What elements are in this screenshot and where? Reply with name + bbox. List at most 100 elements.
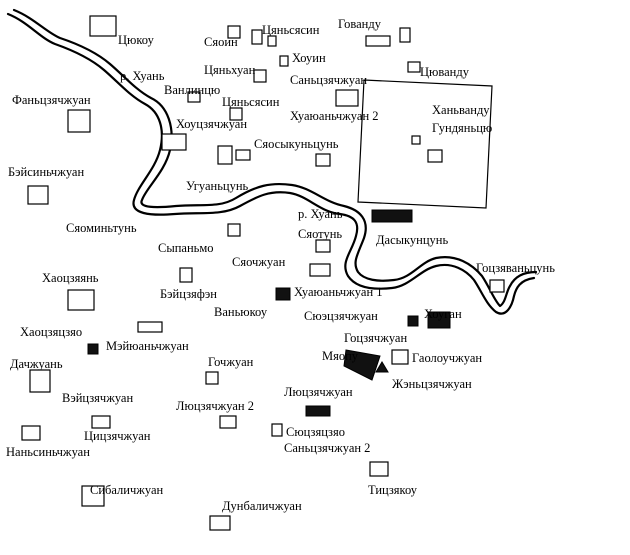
label-river-huan-2: р. Хуань bbox=[298, 207, 343, 221]
palace-foundation-2 bbox=[411, 135, 421, 145]
label-myaopu: Мяопу bbox=[322, 349, 359, 363]
site-dunbalichzhuan bbox=[209, 515, 231, 531]
label-uguantsun: Угуаньцунь bbox=[186, 179, 249, 193]
label-beytsyafen: Бэйцзяфэн bbox=[160, 287, 217, 301]
site-gotsyachzhuan bbox=[343, 349, 381, 381]
site-beysinchzhuan bbox=[27, 185, 49, 205]
site-khoutsyachzhuan bbox=[161, 133, 187, 151]
site-dachzhuan bbox=[29, 369, 51, 393]
label-tsyuvandu: Цюванду bbox=[420, 65, 469, 79]
label-sibalichzhuan: Сибаличжуан bbox=[90, 483, 164, 497]
label-tidsyakou: Тицзякоу bbox=[368, 483, 418, 497]
site-syutsyatsyao bbox=[271, 423, 283, 437]
label-sypanmo: Сыпаньмо bbox=[158, 241, 214, 255]
label-santsyachzhuan: Саньцзячжуан bbox=[290, 73, 368, 87]
site-veytsyachzhuan bbox=[91, 415, 111, 429]
site-tidsyakou bbox=[369, 461, 389, 477]
label-tsyukou: Цюкоу bbox=[118, 33, 154, 47]
site-tsyansyasin-2 bbox=[229, 107, 243, 121]
label-tsyankhuan: Цяньхуан bbox=[204, 63, 256, 77]
site-uguantsun-a bbox=[217, 145, 233, 165]
label-lyutsyachzhuan: Люцзячжуан bbox=[284, 385, 353, 399]
site-dasykuntsun bbox=[371, 209, 413, 223]
site-tsyankhuan bbox=[253, 69, 267, 83]
label-khaotsyatsyao: Хаоцзяцзяо bbox=[20, 325, 83, 339]
site-tsyansyasin-b bbox=[267, 35, 277, 47]
site-khuayuanchzhuan1 bbox=[275, 287, 291, 301]
label-syaomintun: Сяоминьтунь bbox=[66, 221, 137, 235]
site-khaotsyatsyao bbox=[87, 343, 99, 355]
site-khoin bbox=[279, 55, 289, 67]
site-tsyuvandu bbox=[407, 61, 421, 73]
site-syaochzhuan bbox=[309, 263, 331, 277]
label-khaotsyayan: Хаоцзяянь bbox=[42, 271, 99, 285]
site-govandu bbox=[365, 35, 391, 47]
label-zhentsyachzhuan: Жэньцзячжуан bbox=[392, 377, 472, 391]
label-dachzhuan: Дачжуань bbox=[10, 357, 63, 371]
site-syaoin bbox=[227, 25, 241, 39]
site-khougan-b bbox=[427, 311, 451, 329]
site-vanlintsyu bbox=[187, 91, 201, 103]
label-meyyuanchzhuan: Мэйюаньчжуан bbox=[106, 339, 189, 353]
river-huan-bank bbox=[12, 8, 538, 308]
label-beysinchzhuan: Бэйсиньчжуан bbox=[8, 165, 85, 179]
label-santsyachzhuan2: Саньцзячжуан 2 bbox=[284, 441, 371, 455]
site-beytsyafen bbox=[179, 267, 193, 283]
river-huan bbox=[6, 12, 536, 315]
huanbei-city-wall bbox=[357, 79, 493, 209]
label-river-huan-1: р. Хуань bbox=[120, 69, 165, 83]
site-myaopu-marker bbox=[375, 361, 389, 373]
label-dunbalichzhuan: Дунбаличжуан bbox=[222, 499, 302, 513]
site-lyutsyachzhuan bbox=[305, 405, 331, 417]
site-lyutsyachzhuan2 bbox=[219, 415, 237, 429]
label-syutsyatsyao: Сюцзяцзяо bbox=[286, 425, 345, 439]
site-tsyukou bbox=[89, 15, 117, 37]
label-tsitsyachzhuan: Цицзячжуан bbox=[84, 429, 151, 443]
site-sypanmo bbox=[227, 223, 241, 237]
label-gochzhuan: Гочжуан bbox=[208, 355, 254, 369]
label-khoutsyachzhuan: Хоуцзячжуан bbox=[176, 117, 248, 131]
site-uguantsun-b bbox=[235, 149, 251, 161]
label-veytsyachzhuan: Вэйцзячжуан bbox=[62, 391, 134, 405]
label-gaolouchzhuan: Гаолоучжуан bbox=[412, 351, 483, 365]
label-khougan: Хоуган bbox=[424, 307, 462, 321]
label-vanlintsyu: Ванлинцю bbox=[164, 83, 221, 97]
site-govandu-b bbox=[399, 27, 411, 43]
label-khoin: Хоуин bbox=[292, 51, 326, 65]
label-gundyantsyu: Гундяньцю bbox=[432, 121, 493, 135]
label-khanvandu: Ханьванду bbox=[432, 103, 490, 117]
site-meyyuanchzhuan bbox=[137, 321, 163, 333]
site-gotsyavantsun bbox=[489, 279, 505, 293]
label-khuayuanchzhuan2: Хуаюаньчжуан 2 bbox=[290, 109, 379, 123]
label-syuetsyachzhuan: Сюэцзячжуан bbox=[304, 309, 378, 323]
palace-foundation bbox=[427, 149, 443, 163]
site-santsyachzhuan bbox=[335, 89, 359, 107]
site-sibalichzhuan bbox=[81, 485, 105, 507]
label-gotsyachzhuan: Гоцзячжуан bbox=[344, 331, 408, 345]
label-vanyukou: Ваньюкоу bbox=[214, 305, 268, 319]
site-khougan-a bbox=[407, 315, 419, 327]
label-syaotun: Сяотунь bbox=[298, 227, 343, 241]
label-syaosykuntsun: Сяосыкуньцунь bbox=[254, 137, 339, 151]
site-syaosykuntsun bbox=[315, 153, 331, 167]
label-govandu: Говандy bbox=[338, 17, 381, 31]
label-khuayuanchzhuan1: Хуаюаньчжуан 1 bbox=[294, 285, 383, 299]
label-fantsyachzhuan: Фаньцзячжуан bbox=[12, 93, 91, 107]
site-syaotun bbox=[315, 239, 331, 253]
label-syaoin: Сяоин bbox=[204, 35, 238, 49]
label-nansinchzhuan: Наньсиньчжуан bbox=[6, 445, 90, 459]
site-gochzhuan bbox=[205, 371, 219, 385]
label-gotsyavantsun: Гоцзяваньцунь bbox=[476, 261, 555, 275]
label-syaochzhuan: Сяочжуан bbox=[232, 255, 286, 269]
site-nansinchzhuan bbox=[21, 425, 41, 441]
label-tsyansyasin-top: Цяньсясин bbox=[262, 23, 320, 37]
site-gaolouchzhuan bbox=[391, 349, 409, 365]
label-tsyansyasin-2: Цяньсясин bbox=[222, 95, 280, 109]
site-tsyansyasin bbox=[251, 29, 263, 45]
site-fantsyachzhuan bbox=[67, 109, 91, 133]
site-khaotsyayan bbox=[67, 289, 95, 311]
label-dasykuntsun: Дасыкунцунь bbox=[376, 233, 449, 247]
label-lyutsyachzhuan2: Люцзячжуан 2 bbox=[176, 399, 254, 413]
